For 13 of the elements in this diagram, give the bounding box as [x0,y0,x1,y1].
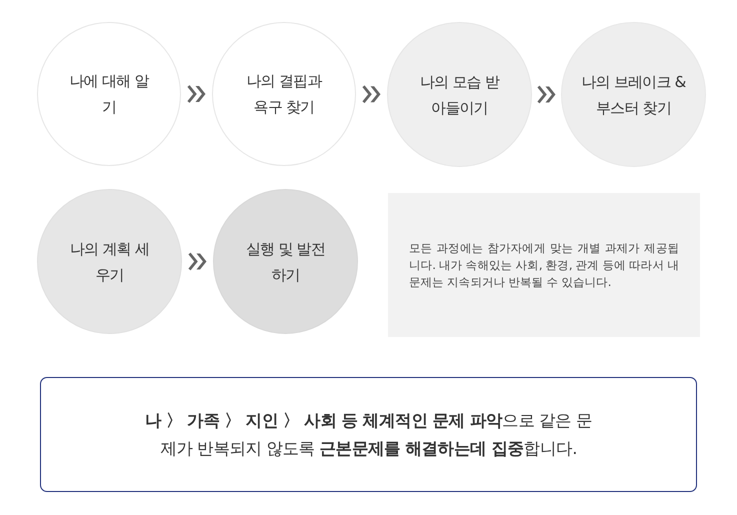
step-label: 나의 결핍과 욕구 찾기 [246,71,323,118]
step-label: 실행 및 발전하기 [246,238,326,286]
step-label: 나의 계획 세우기 [70,238,150,286]
note-text: 모든 과정에는 참가자에게 맞는 개별 과제가 제공됩니다. 내가 속해있는 사회, 환경, 관계 등에 따라서 내 문제는 지속되거나 반복될 수 있습니다. [409,240,679,290]
summary-text: 나 〉 가족 〉 지인 〉 사회 등 체계적인 문제 파악으로 같은 문제가 반복되지 않도록 근본문제를 해결하는데 집중합니다. [144,410,594,460]
summary-box [40,377,697,492]
step-label: 나의 브레이크 & 부스터 찾기 [580,72,687,118]
chevron-arrow [187,84,206,104]
chevron-arrow [537,85,556,104]
chevron-arrow [362,84,380,104]
step-label: 나의 모습 받아들이기 [420,72,500,118]
chevron-arrow [188,252,206,271]
step-label: 나에 대해 알기 [69,71,149,118]
